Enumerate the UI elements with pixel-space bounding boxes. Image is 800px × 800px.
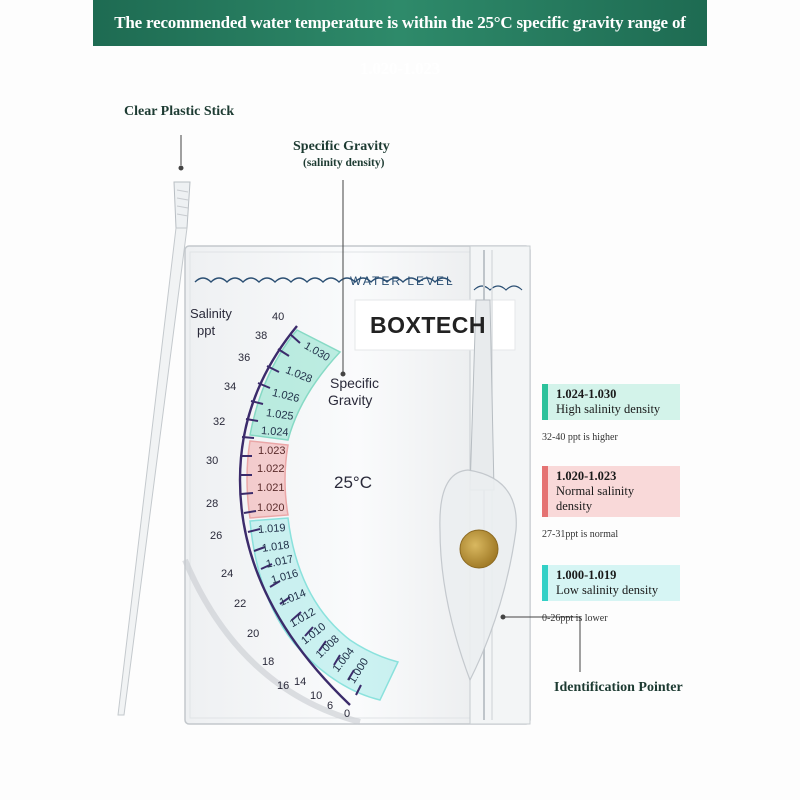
ppt-tick-label: 14 [294,676,307,688]
callout-normal-note: 27-31ppt is normal [542,529,619,540]
ppt-tick-label: 28 [206,498,219,510]
leader-lines [178,135,581,672]
callout-low-note: 0-26ppt is lower [542,613,608,624]
pointer-label: Identification Pointer [554,680,683,695]
sg-tick-label: 1.024 [260,425,289,439]
ppt-tick-label: 34 [224,381,237,393]
device-sg-label-1: Specific [330,375,380,391]
ppt-tick-label: 40 [272,311,285,323]
plastic-stick [117,181,191,716]
headline-banner: The recommended water temperature is wit… [93,0,707,78]
temperature-label: 25°C [334,473,372,492]
ppt-label: ppt [197,323,216,338]
ppt-tick-label: 36 [238,352,251,364]
ppt-tick-arc [238,325,362,706]
ppt-tick-label: 6 [327,700,334,712]
sg-tick-label: 1.019 [257,522,286,536]
callout-low: 1.000-1.019 Low salinity density 0-26ppt… [542,565,680,624]
sg-subtitle-label: (salinity density) [303,157,385,169]
ppt-tick-label: 26 [210,530,223,542]
callout-high-range: 1.024-1.030 [556,387,617,401]
callout-low-range: 1.000-1.019 [556,568,617,582]
ppt-tick-label: 20 [247,628,260,640]
ppt-tick-label: 18 [262,656,275,668]
stick-label: Clear Plastic Stick [124,104,235,119]
sg-tick-label: 1.020 [257,502,285,514]
ppt-tick-label: 30 [206,455,219,467]
callout-high: 1.024-1.030 High salinity density 32-40 … [542,384,680,443]
brand-logo: BOXTECH [370,312,486,338]
sg-scale-bands [246,329,400,701]
ppt-tick-label: 22 [234,598,247,610]
device-sg-label-2: Gravity [328,392,373,408]
ppt-tick-label: 24 [221,568,234,580]
ppt-tick-label: 10 [310,690,323,702]
sg-tick-label: 1.023 [258,445,286,457]
ppt-tick-label: 16 [277,680,290,692]
callout-normal-range: 1.020-1.023 [556,469,617,483]
callout-normal-desc: Normal salinity density [556,484,635,513]
sg-tick-label: 1.022 [257,463,285,475]
ppt-tick-label: 32 [213,416,226,428]
callout-normal: 1.020-1.023 Normal salinity density 27-3… [542,466,680,540]
callout-low-desc: Low salinity density [556,583,659,597]
water-level-label: WATER LEVEL [350,274,455,288]
salinity-label: Salinity [190,306,232,321]
sg-title-label: Specific Gravity [293,139,390,154]
callout-high-note: 32-40 ppt is higher [542,432,618,443]
callout-high-desc: High salinity density [556,402,661,416]
ppt-tick-label: 0 [344,708,351,720]
ppt-tick-label: 38 [255,330,268,342]
sg-tick-label: 1.021 [257,482,285,494]
